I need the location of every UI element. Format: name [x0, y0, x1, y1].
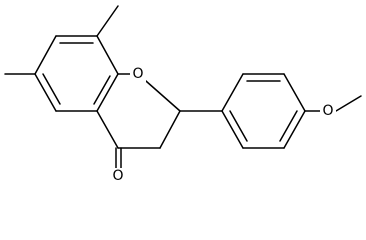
bond-c7-c6: [34, 35, 57, 75]
bond-c6-c5-inner: [42, 73, 61, 105]
ring-oxygen-bg: [130, 65, 146, 83]
bond-c8-methyl: [96, 5, 119, 37]
bond-methoxy-o-methyl: [335, 95, 362, 112]
carbonyl-oxygen-bg: [110, 168, 126, 185]
bond-c4p-c5p-inner: [279, 110, 298, 142]
bond-c2-c3: [159, 110, 181, 149]
bond-c1p-c2p: [221, 73, 244, 112]
bond-c4a-c8a: [96, 73, 119, 112]
bond-c6p-c1p-inner: [229, 110, 248, 142]
methoxy-oxygen-bg: [320, 102, 336, 120]
bond-c3p-c4p: [283, 73, 306, 112]
bond-c4a-c8a-inner: [93, 75, 111, 105]
bond-c6-c5: [34, 73, 57, 112]
methoxy-oxygen-label: O: [322, 103, 333, 119]
bond-c6p-c1p: [221, 110, 244, 149]
structure-canvas: O O O: [4, 5, 362, 185]
carbonyl-oxygen-label: O: [112, 168, 123, 184]
bond-c4p-c5p: [283, 110, 306, 149]
ring-oxygen-label: O: [132, 66, 143, 82]
bond-c8a-c8: [96, 35, 119, 75]
bond-c4-c4a: [96, 110, 119, 149]
molecule-drawing: O O O: [4, 5, 362, 185]
